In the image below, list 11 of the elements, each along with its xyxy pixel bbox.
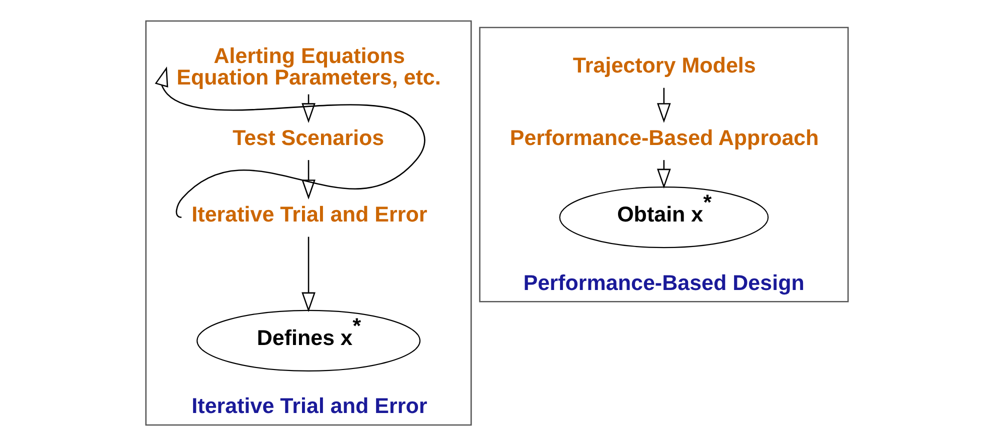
node-text: Trajectory Models [572,54,756,78]
arrow [302,160,316,200]
node-text: Iterative Trial and Error [192,202,428,227]
node-text: Alerting Equations Equation Parameters, etc. [176,44,441,90]
node-text: Performance-Based Approach [510,126,819,150]
arrow [656,88,671,123]
arrow [154,66,426,218]
arrow [656,160,671,189]
node-text: Test Scenarios [232,126,384,150]
arrow [302,94,316,123]
arrow [302,236,316,312]
